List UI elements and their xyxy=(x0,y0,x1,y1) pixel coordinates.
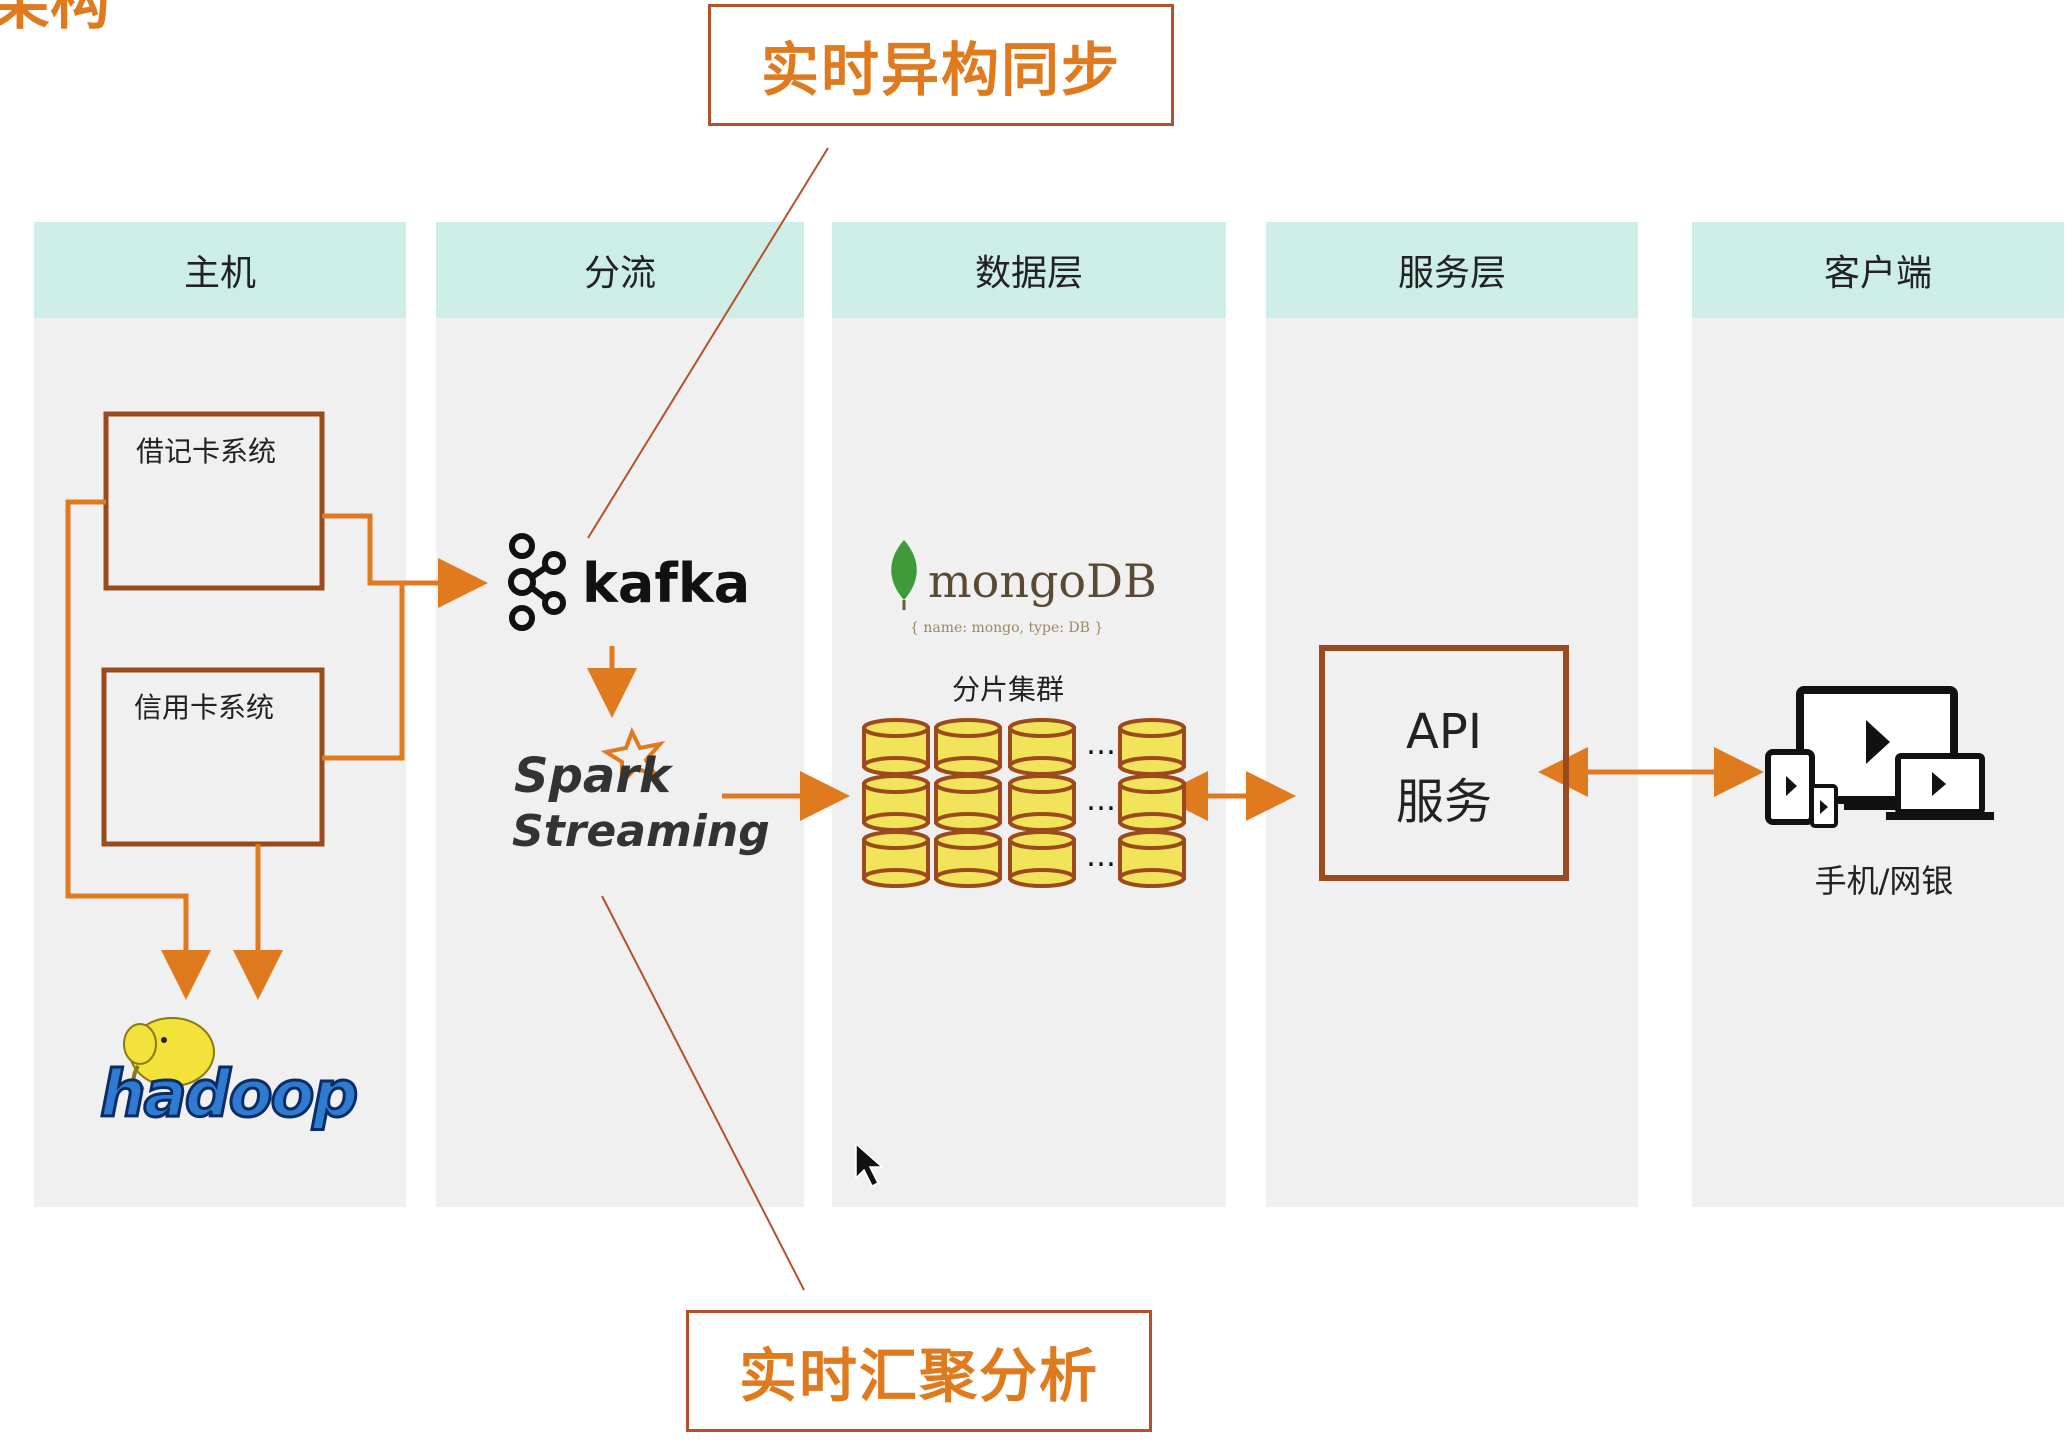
shard-node xyxy=(934,830,1002,888)
shard-node xyxy=(1008,830,1076,888)
header-client: 客户端 xyxy=(1692,222,2064,318)
header-service: 服务层 xyxy=(1266,222,1638,318)
header-split: 分流 xyxy=(436,222,804,318)
shard-node xyxy=(862,718,930,776)
shard-node xyxy=(1118,830,1186,888)
spark-streaming-text: Streaming xyxy=(512,806,770,857)
shard-ellipsis: … xyxy=(1086,727,1116,762)
callout-leader-top xyxy=(587,147,829,539)
shard-node xyxy=(1008,718,1076,776)
header-data: 数据层 xyxy=(832,222,1226,318)
mongodb-logo-text: mongoDB xyxy=(928,554,1157,608)
shard-ellipsis: … xyxy=(1086,783,1116,818)
shard-node xyxy=(862,830,930,888)
debit-to-hadoop-arrow xyxy=(65,499,211,1000)
column-data xyxy=(832,222,1226,1207)
service-label: 服务 xyxy=(1395,774,1492,830)
shard-node xyxy=(1118,774,1186,832)
hadoop-elephant-icon xyxy=(123,1017,215,1091)
callout-leader-bottom xyxy=(601,895,805,1291)
title-fragment: 架构 xyxy=(0,0,110,38)
shard-cluster-label: 分片集群 xyxy=(952,673,1065,706)
spark-logo-text: Spark xyxy=(514,748,671,804)
shard-node xyxy=(934,774,1002,832)
shard-node xyxy=(934,718,1002,776)
debit-system-label: 借记卡系统 xyxy=(136,435,277,468)
credit-to-kafka-arrow xyxy=(322,583,405,761)
shard-node xyxy=(862,774,930,832)
shard-node xyxy=(1118,718,1186,776)
column-host xyxy=(34,222,406,1207)
devices-icon xyxy=(1765,686,1994,828)
credit-system-label: 信用卡系统 xyxy=(134,691,275,724)
shard-ellipsis: … xyxy=(1086,839,1116,874)
cursor-icon xyxy=(855,1142,884,1188)
callout-realtime-aggregation: 实时汇聚分析 xyxy=(686,1310,1152,1432)
header-host: 主机 xyxy=(34,222,406,318)
kafka-logo-text: kafka xyxy=(582,552,751,615)
column-service xyxy=(1266,222,1638,1207)
shard-cluster: … … … xyxy=(862,718,1186,888)
callout-realtime-sync: 实时异构同步 xyxy=(708,4,1174,126)
mongodb-subtitle: { name: mongo, type: DB } xyxy=(910,620,1104,636)
api-service-box xyxy=(1319,645,1569,881)
debit-to-kafka-arrow xyxy=(322,513,488,608)
shard-node xyxy=(1008,774,1076,832)
mongodb-leaf-icon xyxy=(891,540,917,600)
api-label: API xyxy=(1406,704,1482,760)
hadoop-logo-text: hadoop xyxy=(98,1057,359,1134)
spark-star-icon xyxy=(600,727,666,787)
kafka-logo-icon xyxy=(508,533,566,631)
client-label: 手机/网银 xyxy=(1814,862,1954,900)
